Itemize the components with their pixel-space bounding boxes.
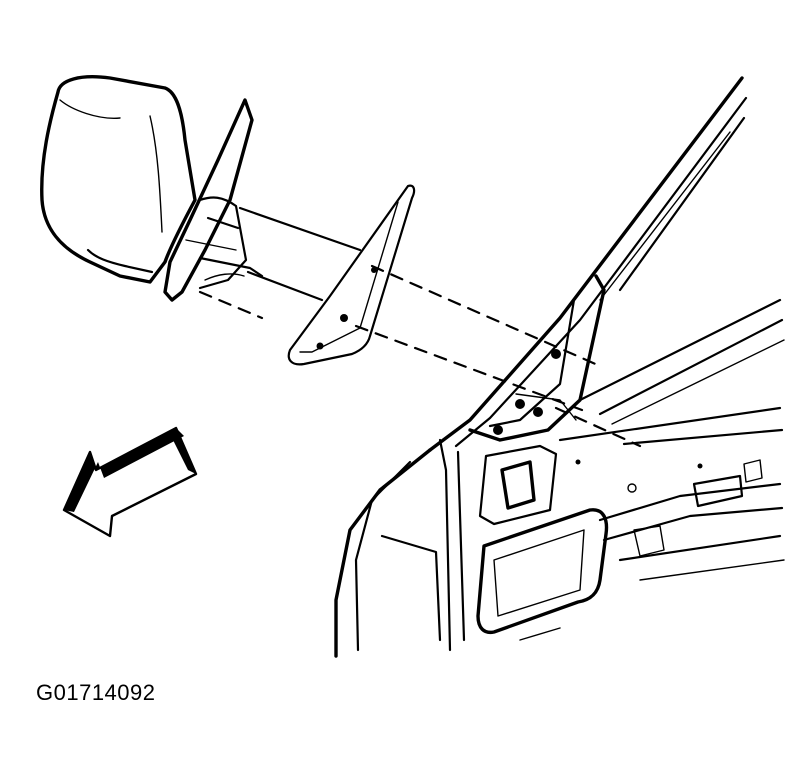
mirror-base-arm <box>163 98 264 302</box>
mirror-head <box>40 75 197 284</box>
stud-alignment-lines <box>198 206 642 448</box>
door-frame <box>334 76 785 658</box>
forward-arrow-icon <box>62 426 198 538</box>
figure-id-label: G01714092 <box>36 680 156 705</box>
mirror-gasket <box>287 184 416 366</box>
